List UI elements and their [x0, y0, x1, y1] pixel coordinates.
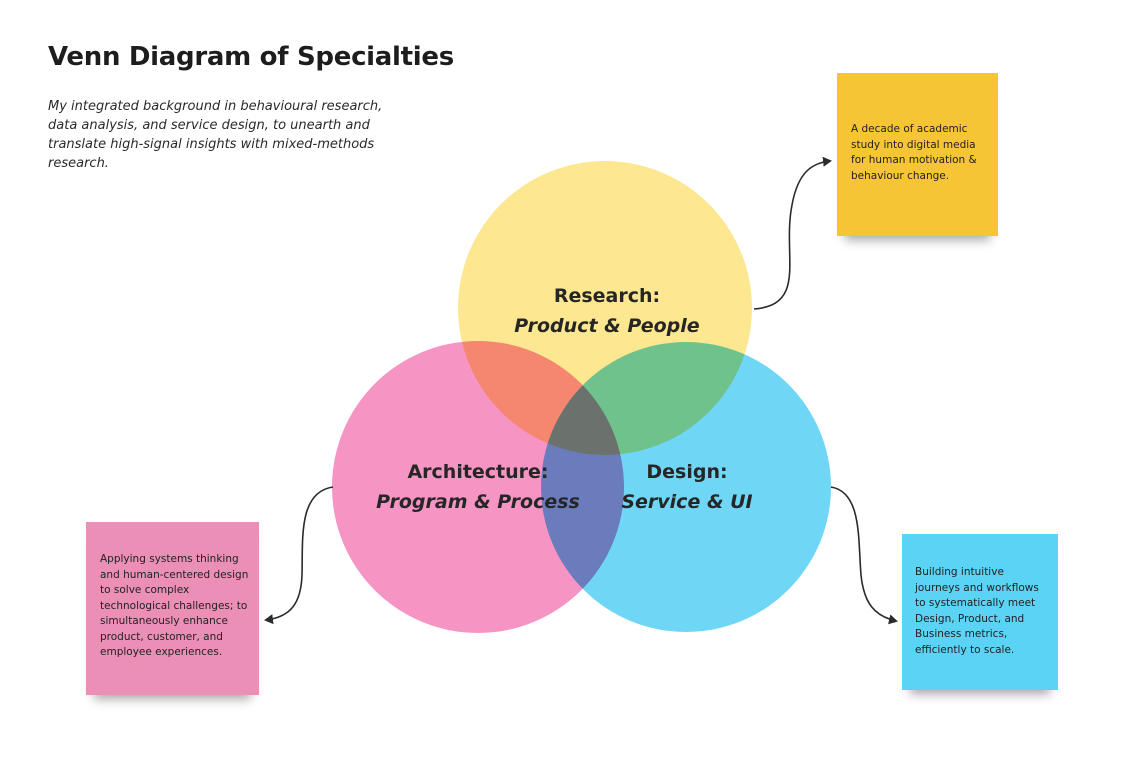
sticky-note-design[interactable]: Building intuitive journeys and workflow…	[902, 534, 1058, 690]
label-architecture-title: Architecture:	[407, 461, 549, 483]
sticky-note-research-text: A decade of academic study into digital …	[851, 123, 977, 182]
label-design-subtitle: Service & UI	[621, 491, 753, 513]
page-title: Venn Diagram of Specialties	[48, 42, 454, 72]
sticky-note-architecture[interactable]: Applying systems thinking and human-cent…	[86, 522, 259, 695]
label-research: Research: Product & People	[507, 281, 707, 341]
label-design: Design: Service & UI	[607, 457, 767, 517]
label-research-subtitle: Product & People	[514, 315, 700, 337]
label-architecture-subtitle: Program & Process	[376, 491, 580, 513]
label-research-title: Research:	[553, 285, 661, 307]
sticky-note-architecture-text: Applying systems thinking and human-cent…	[100, 553, 249, 658]
page-subtitle: My integrated background in behavioural …	[48, 99, 383, 171]
connector-design-arrow	[830, 486, 898, 625]
connector-research-arrow	[753, 156, 832, 310]
circle-research	[458, 161, 752, 455]
sticky-note-research[interactable]: A decade of academic study into digital …	[837, 73, 998, 236]
label-architecture: Architecture: Program & Process	[368, 457, 588, 517]
connector-architecture-arrow	[264, 486, 334, 625]
sticky-note-design-text: Building intuitive journeys and workflow…	[915, 566, 1039, 656]
label-design-title: Design:	[646, 461, 728, 483]
